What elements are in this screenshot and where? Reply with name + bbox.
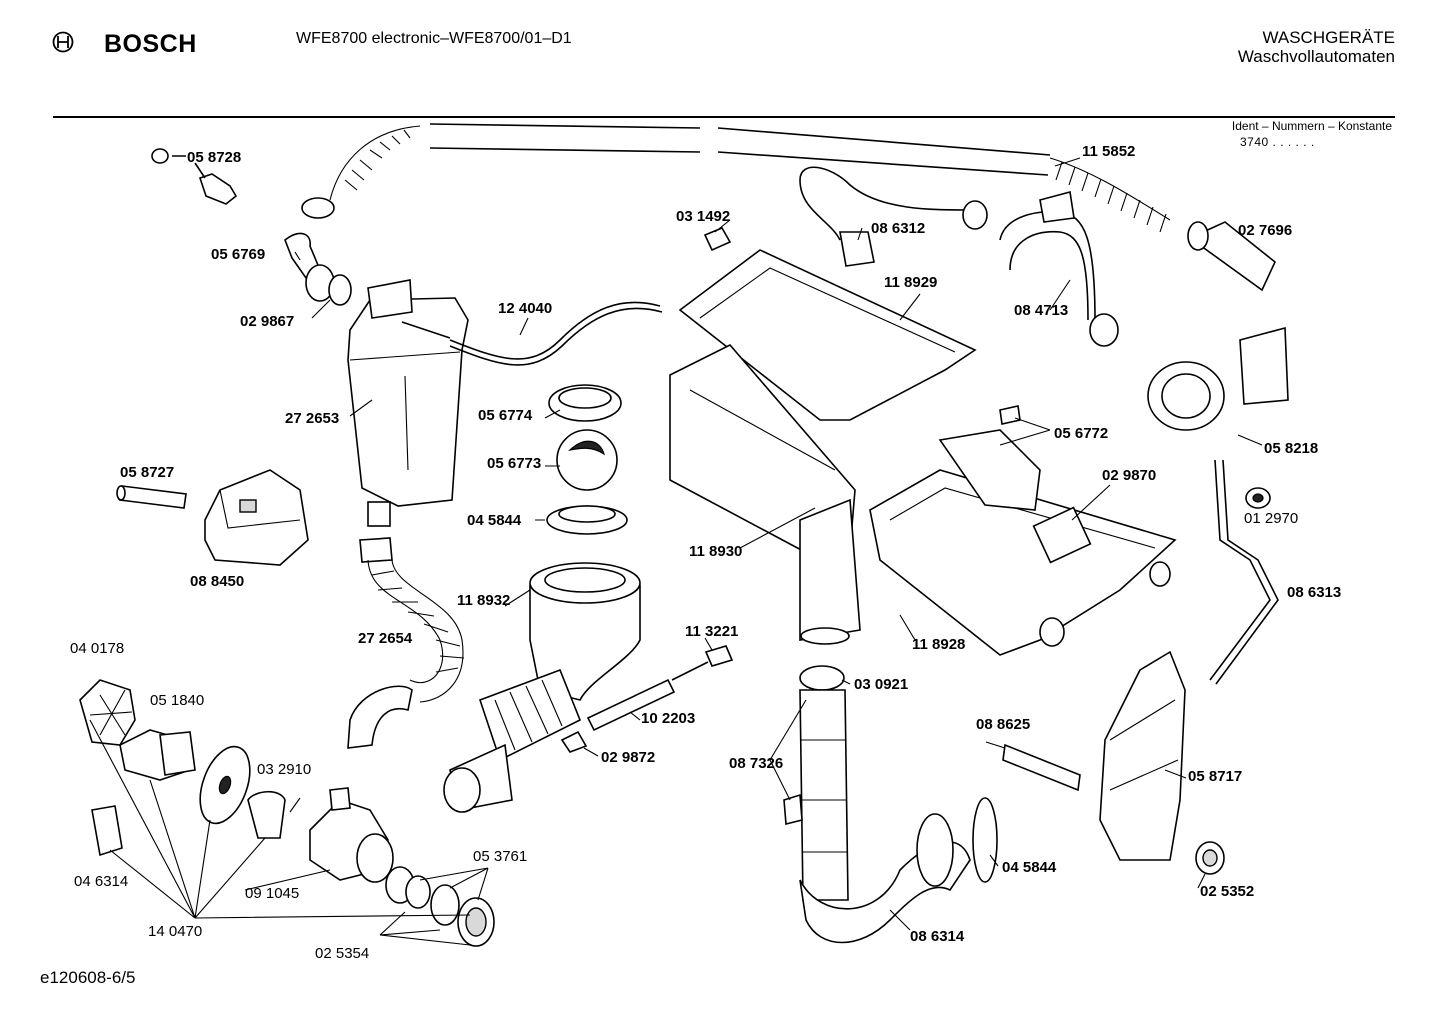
model-title: WFE8700 electronic–WFE8700/01–D1 [296,30,572,47]
part-label-012970: 01 2970 [1244,510,1298,527]
part-label-029867: 02 9867 [240,313,294,330]
part-label-056772: 05 6772 [1054,425,1108,442]
part-label-118930: 11 8930 [689,543,742,560]
part-label-088625: 08 8625 [976,716,1030,733]
part-label-030921: 03 0921 [854,676,908,693]
category-title: WASCHGERÄTE [1262,28,1395,47]
part-label-025354: 02 5354 [315,945,369,962]
part-label-088450: 08 8450 [190,573,244,590]
inlet-hose-drawing [301,123,1171,233]
part-label-118928: 11 8928 [912,636,965,653]
part-label-045844-lower: 04 5844 [1002,859,1057,876]
part-label-087326: 08 7326 [729,755,783,772]
part-label-031492: 03 1492 [676,208,730,225]
rod-drawing [560,645,734,753]
part-label-272654: 27 2654 [358,630,413,647]
right-parts-drawing [999,190,1289,685]
clip-part-drawing [151,148,238,205]
part-label-032910: 03 2910 [257,761,311,778]
part-label-058218: 05 8218 [1264,440,1318,457]
bellows-drawing [443,384,641,813]
drawing-id: e120608-6/5 [40,968,136,987]
part-label-058727: 05 8727 [120,464,174,481]
brand-name: BOSCH [104,30,197,58]
dispenser-box-drawing [347,279,469,527]
ident-title: Ident – Nummern – Konstante [1231,119,1392,133]
pump-cluster-drawing [79,679,495,947]
part-label-045844-upper: 04 5844 [467,512,522,529]
part-label-115852: 11 5852 [1082,143,1135,160]
part-label-124040: 12 4040 [498,300,552,317]
part-label-056769: 05 6769 [211,246,265,263]
part-label-029870: 02 9870 [1102,467,1156,484]
part-label-091045: 09 1045 [245,885,299,902]
part-label-056774: 05 6774 [478,407,533,424]
label-leaders [294,157,1263,931]
pin-housing-drawing [116,469,309,566]
part-label-027696: 02 7696 [1238,222,1292,239]
part-label-086313: 08 6313 [1287,584,1341,601]
part-label-058728: 05 8728 [187,149,241,166]
bracket-parts-drawing [1002,650,1225,875]
part-label-084713: 08 4713 [1014,302,1068,319]
part-label-272653: 27 2653 [285,410,339,427]
part-label-118929: 11 8929 [884,274,937,291]
elbow-seal-drawing [284,232,352,306]
part-label-046314: 04 6314 [74,873,128,890]
part-label-053761: 05 3761 [473,848,527,865]
standpipe-drawing [769,665,998,944]
part-label-102203: 10 2203 [641,710,695,727]
ident-code: 3740 . . . . . . [1240,135,1315,149]
drawer-assembly-drawing [669,166,1177,656]
header-divider [53,116,1395,118]
category-subtitle: Waschvollautomaten [1237,47,1395,66]
part-label-118932: 11 8932 [457,592,510,609]
part-label-040178: 04 0178 [70,640,124,657]
bosch-logo-icon [52,31,74,53]
part-label-051840: 05 1840 [150,692,204,709]
part-label-056773: 05 6773 [487,455,541,472]
part-label-086312: 08 6312 [871,220,925,237]
part-label-029872: 02 9872 [601,749,655,766]
part-label-025352: 02 5352 [1200,883,1254,900]
part-label-113221: 11 3221 [685,623,738,640]
tube-drawing [449,301,661,360]
part-label-140470: 14 0470 [148,923,202,940]
part-label-058717: 05 8717 [1188,768,1242,785]
corrugated-hose-drawing [347,537,465,749]
part-label-086314: 08 6314 [910,928,965,945]
